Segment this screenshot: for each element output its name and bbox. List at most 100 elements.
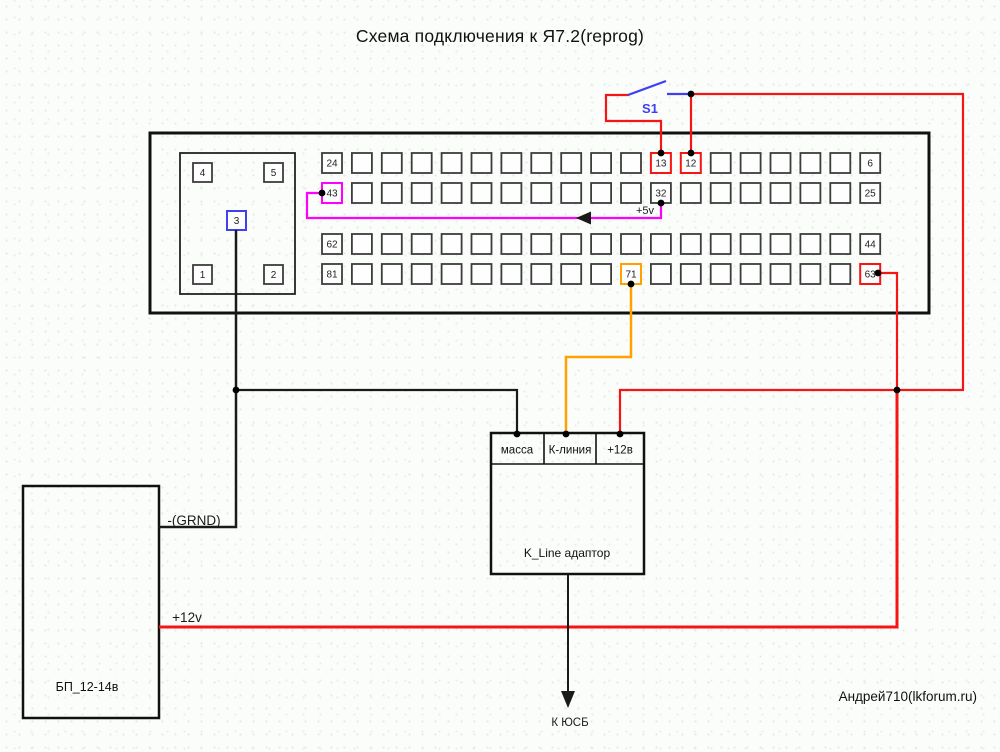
pin-unlabeled [500,233,523,255]
s1-switch-blade [627,79,667,97]
pin-unlabeled [530,182,553,204]
pin-unlabeled [560,263,583,285]
pin-unlabeled [650,263,672,285]
pin-44 [859,233,882,255]
author-credit: Андрей710(lkforum.ru) [838,689,977,704]
pin-unlabeled [829,152,852,174]
pin-unlabeled [769,152,792,174]
pin-unlabeled [380,233,403,255]
wire-ecu71-to-adapter-kline [564,284,633,434]
pin-unlabeled [620,233,642,255]
pin-label-32: 32 [655,189,667,200]
pin-unlabeled [799,182,822,204]
wire-ground-to-adapter-massa [236,388,519,434]
ecu-connector-box [148,131,931,315]
pin-5 [263,162,284,183]
adapter-name-label: K_Line адаптор [524,546,611,560]
junction-dot-9 [513,430,521,438]
junction-dot-11 [616,430,624,438]
wire-ecu63-to-junction [878,271,899,390]
wire-ecu13-to-switch [604,93,663,153]
label-usb: К ЮСБ [551,717,588,729]
pin-label-12: 12 [685,159,697,170]
psu-name-label: БП_12-14в [56,680,119,694]
pin-unlabeled [380,152,403,174]
pin-unlabeled [470,233,493,255]
pin-unlabeled [709,182,732,204]
pin-1 [192,264,213,285]
junction-dot-3 [318,189,326,197]
pin-unlabeled [380,182,403,204]
pin-unlabeled [440,263,463,285]
label-plus12v: +12v [172,610,202,625]
pin-unlabeled [470,263,493,285]
pin-unlabeled [530,152,553,174]
pin-unlabeled [799,233,822,255]
junction-dot-8 [232,386,240,394]
pin-unlabeled [679,182,702,204]
pin-unlabeled [829,182,852,204]
pin-4 [192,162,213,183]
pin-unlabeled [530,233,553,255]
ecu-sub-connector-box [179,152,296,295]
pin-unlabeled [470,182,493,204]
pin-label-1: 1 [200,270,206,281]
psu-box [21,484,161,720]
wire-ecu32-to-ecu43-5v [305,191,663,220]
pin-unlabeled [350,182,373,204]
pin-unlabeled [799,263,822,285]
pin-unlabeled [560,233,583,255]
pin-unlabeled [440,152,463,174]
pin-unlabeled [679,233,702,255]
label-plus5v: +5v [636,205,655,217]
pin-unlabeled [410,263,433,285]
pin-unlabeled [410,182,433,204]
junction-dot-7 [893,386,901,394]
pin-unlabeled [769,263,792,285]
adapter-terminal-масса: масса [501,445,534,457]
pin-label-2: 2 [271,270,277,281]
junction-dot-10 [562,430,570,438]
pin-label-25: 25 [865,189,877,200]
pin-unlabeled [440,233,463,255]
pin-unlabeled [500,263,523,285]
adapter-terminal-+12в: +12в [607,445,633,457]
pin-unlabeled [590,182,612,204]
pin-label-71: 71 [625,270,637,281]
pin-81 [321,263,343,285]
label-grnd: -(GRND) [167,513,220,528]
pin-label-24: 24 [326,159,338,170]
pin-unlabeled [709,263,732,285]
pin-label-44: 44 [865,240,877,251]
5v-flow-arrow [576,211,591,225]
pin-unlabeled [590,152,612,174]
junction-dot-2 [687,149,695,157]
wire-junction-to-psu-12v [159,390,899,629]
pin-24 [321,152,343,174]
pin-label-81: 81 [326,270,338,281]
junction-dot-0 [687,90,695,98]
pin-unlabeled [560,182,583,204]
pin-unlabeled [799,152,822,174]
adapter-terminal-К-линия: К-линия [549,445,592,457]
pin-unlabeled [829,233,852,255]
pin-unlabeled [350,233,373,255]
pin-label-3: 3 [234,216,240,227]
pin-label-4: 4 [200,168,206,179]
pin-unlabeled [709,233,732,255]
pin-unlabeled [410,233,433,255]
pin-unlabeled [769,233,792,255]
pin-unlabeled [829,263,852,285]
wire-ecu3-ground [159,230,238,529]
pin-unlabeled [590,263,612,285]
pin-unlabeled [380,263,403,285]
pin-label-5: 5 [271,168,277,179]
junction-dot-4 [657,199,665,207]
pin-label-62: 62 [326,240,338,251]
pin-6 [859,152,882,174]
pin-unlabeled [470,152,493,174]
pin-unlabeled [620,182,642,204]
pin-unlabeled [590,233,612,255]
